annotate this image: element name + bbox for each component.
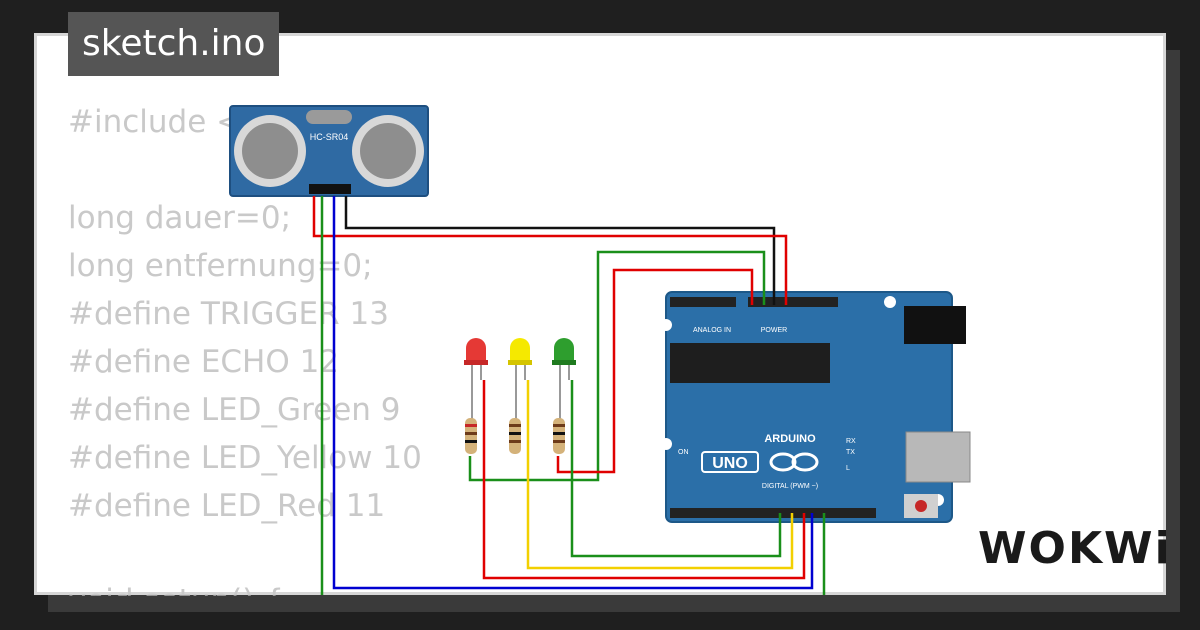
led-label-on: ON bbox=[678, 449, 689, 456]
wire-led-yellow bbox=[526, 380, 794, 570]
code-line-7: #define LED_Green 9 bbox=[68, 392, 401, 428]
led-red[interactable] bbox=[464, 338, 488, 454]
arduino-uno-board[interactable]: UNO ARDUINO DIGITAL (PWM ~) ANALOG IN PO… bbox=[660, 291, 971, 523]
code-line-6: #define ECHO 12 bbox=[68, 344, 340, 380]
wire-gnd-black bbox=[344, 196, 776, 305]
led-label-l: L bbox=[846, 465, 850, 472]
wire-echo-blue bbox=[332, 196, 814, 590]
led-label-rx: RX bbox=[846, 438, 856, 445]
code-line-5: #define TRIGGER 13 bbox=[68, 296, 389, 332]
wires bbox=[312, 196, 826, 595]
analog-in-label: ANALOG IN bbox=[693, 327, 731, 334]
power-label: POWER bbox=[761, 327, 787, 334]
led-green[interactable] bbox=[552, 338, 576, 454]
wire-led-green bbox=[570, 380, 782, 558]
arduino-model-label: UNO bbox=[712, 455, 748, 472]
digital-pwm-label: DIGITAL (PWM ~) bbox=[762, 483, 818, 490]
hc-sr04-sensor[interactable]: HC-SR04 bbox=[229, 105, 429, 197]
arduino-brand-label: ARDUINO bbox=[764, 433, 816, 445]
led-label-tx: TX bbox=[846, 449, 855, 456]
wire-vcc-red bbox=[312, 196, 788, 305]
wire-gnd-red bbox=[556, 268, 754, 474]
code-line-3: long dauer=0; bbox=[68, 200, 292, 236]
code-preview-card bbox=[34, 33, 1166, 595]
wire-led-red bbox=[482, 380, 806, 580]
sensor-model-label: HC-SR04 bbox=[310, 132, 349, 142]
code-line-11: void setup() { bbox=[68, 583, 284, 596]
led-yellow[interactable] bbox=[508, 338, 532, 454]
wokwi-logo: WOKWi bbox=[978, 523, 1172, 574]
code-line-9: #define LED_Red 11 bbox=[68, 488, 386, 524]
code-line-8: #define LED_Yellow 10 bbox=[68, 440, 422, 476]
wire-gnd-green bbox=[468, 250, 766, 482]
sketch-filename-tab[interactable]: sketch.ino bbox=[68, 12, 280, 76]
